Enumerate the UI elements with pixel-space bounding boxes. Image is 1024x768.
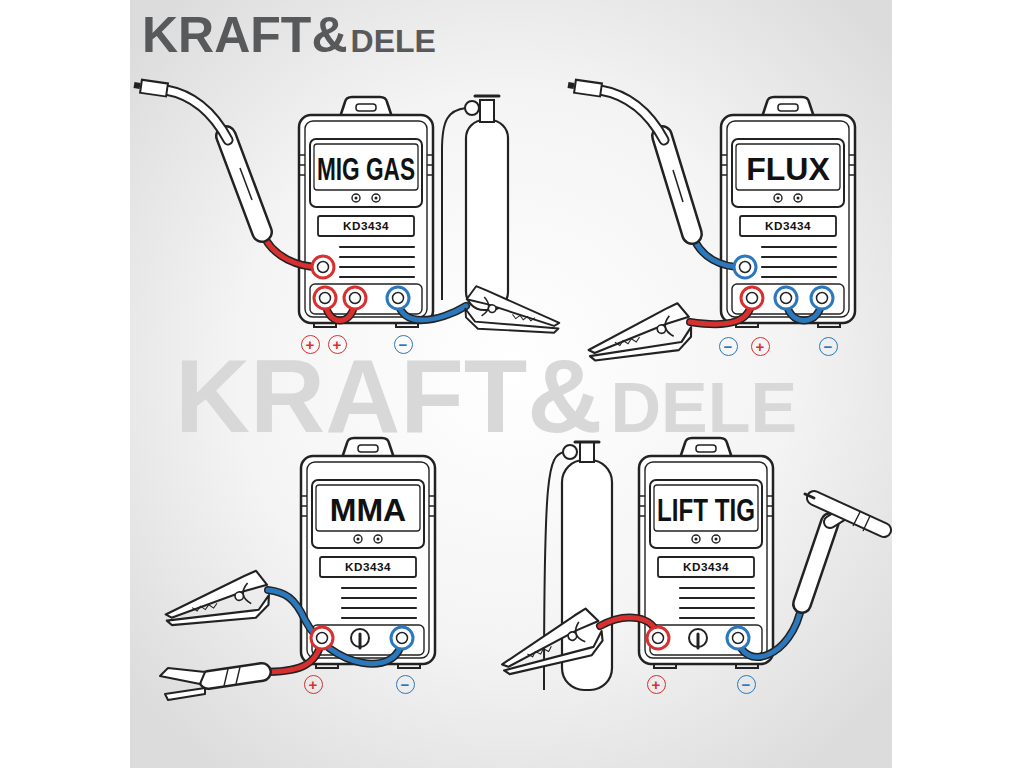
polarity-mark: +: [328, 335, 347, 354]
machine-panel: LIFT TIG KD3434: [654, 487, 758, 576]
watermark: KRAFT&: [175, 344, 602, 448]
polarity-mark: −: [819, 337, 838, 356]
display-text: MIG GAS: [317, 149, 415, 189]
electrode-holder: [160, 667, 262, 700]
model-label: KD3434: [740, 217, 836, 235]
welder-body: [299, 97, 433, 327]
machine-panel: FLUX KD3434: [736, 146, 840, 235]
display-text: MMA: [330, 490, 406, 530]
polarity-mark: +: [751, 337, 770, 356]
gas-cylinder: [442, 96, 508, 310]
brand-logo: KRAFT&: [142, 10, 348, 60]
watermark: DELE: [610, 373, 797, 443]
model-label: KD3434: [318, 217, 414, 235]
brand-logo: DELE: [351, 25, 436, 57]
mig-torch: [134, 85, 262, 232]
polarity-mark: +: [304, 675, 323, 694]
display-text: FLUX: [746, 149, 830, 189]
welder-body: [721, 97, 855, 327]
polarity-mark: −: [394, 335, 413, 354]
cables: [262, 232, 822, 672]
background: [130, 0, 892, 768]
model-label: KD3434: [658, 558, 754, 576]
machine-panel: MMA KD3434: [316, 487, 420, 576]
ground-clamp: [463, 285, 563, 340]
welder-body: [301, 438, 435, 668]
polarity-mark: −: [719, 337, 738, 356]
sockets: [311, 256, 833, 649]
ground-clamp: [161, 569, 272, 633]
polarity-mark: −: [396, 675, 415, 694]
welder-body: [639, 438, 773, 668]
display-text: LIFT TIG: [657, 490, 755, 530]
tig-torch: [802, 494, 884, 604]
ground-clamp: [494, 606, 608, 682]
polarity-mark: +: [301, 335, 320, 354]
machine-panel: MIG GAS KD3434: [314, 146, 418, 235]
mig-torch: [568, 85, 692, 234]
model-label: KD3434: [320, 558, 416, 576]
polarity-mark: −: [737, 675, 756, 694]
polarity-mark: +: [647, 675, 666, 694]
